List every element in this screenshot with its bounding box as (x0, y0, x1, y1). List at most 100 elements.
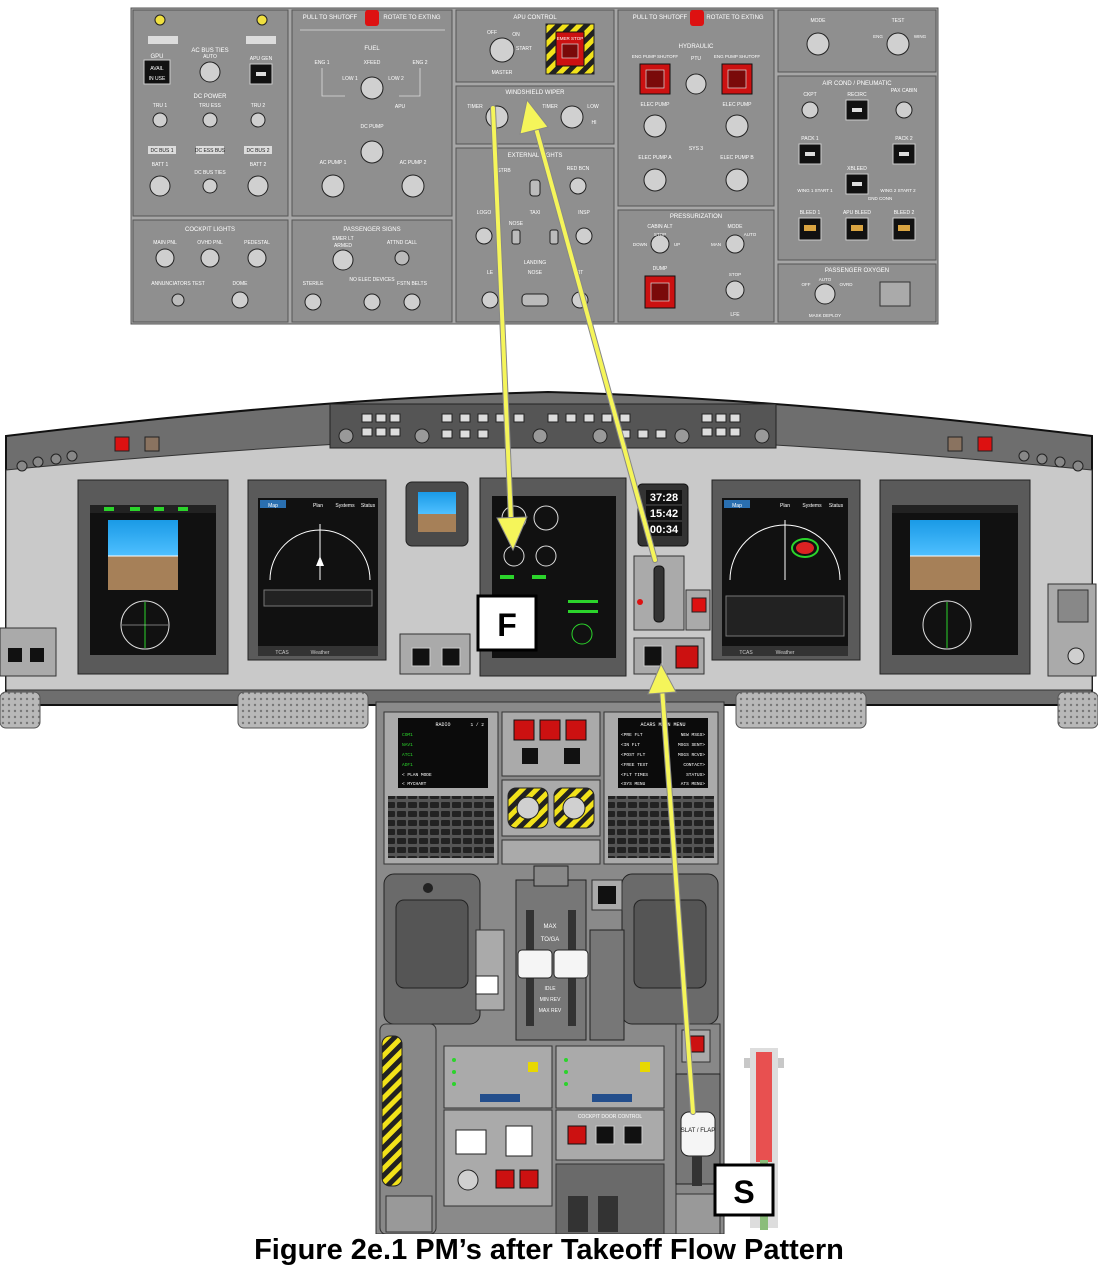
strb-toggle[interactable] (530, 180, 540, 196)
taxi-toggle-right[interactable] (550, 230, 558, 244)
gpu-label: GPU (150, 54, 163, 60)
autobrake-button[interactable] (644, 646, 662, 666)
door-red-button[interactable] (568, 1126, 586, 1144)
mask-deploy-button[interactable] (880, 282, 910, 306)
landing-nose-switch[interactable] (522, 294, 548, 306)
annunciator-test-button[interactable] (172, 294, 184, 306)
ice-mode-knob[interactable] (807, 33, 829, 55)
door-button-3[interactable] (624, 1126, 642, 1144)
logo-knob[interactable] (476, 228, 492, 244)
fo-mfd-tcas[interactable]: TCAS (739, 650, 753, 656)
lighting-knob[interactable] (458, 1170, 478, 1190)
right-mcdu-right-6[interactable]: ATS MENU> (681, 781, 706, 787)
slat-flap-lever[interactable] (681, 1112, 715, 1156)
right-mcdu-left-4[interactable]: <FREE TEXT (621, 762, 648, 768)
no-elec-devices-knob[interactable] (364, 294, 380, 310)
dc-bus-tie-toggle[interactable] (203, 179, 217, 193)
ac-pump2-knob[interactable] (402, 175, 424, 197)
left-reversionary-button-2[interactable] (442, 648, 460, 666)
ovhd-pnl-dimmer[interactable] (201, 249, 219, 267)
fo-mfd-weather[interactable]: Weather (776, 650, 795, 656)
captain-mfd-tab-map[interactable]: Map (268, 503, 278, 509)
tru-ess-toggle[interactable] (203, 113, 217, 127)
captain-mfd-tab-status[interactable]: Status (361, 503, 376, 509)
cabin-alt-knob[interactable] (651, 235, 669, 253)
fire-button-1[interactable] (514, 720, 534, 740)
fstn-belts-knob[interactable] (404, 294, 420, 310)
landing-le-knob[interactable] (482, 292, 498, 308)
captain-mfd-weather[interactable]: Weather (311, 650, 330, 656)
engine-2-start-knob[interactable] (563, 797, 585, 819)
sterile-knob[interactable] (305, 294, 321, 310)
speedbrake-lever[interactable] (476, 976, 498, 994)
door-button-2[interactable] (596, 1126, 614, 1144)
right-mcdu-left-5[interactable]: <FLT TIMES (621, 772, 648, 778)
batt1-knob[interactable] (150, 176, 170, 196)
thrust-lever-2[interactable] (554, 950, 588, 978)
pax-cabin-temp-knob[interactable] (896, 102, 912, 118)
dome-knob[interactable] (232, 292, 248, 308)
right-mcdu-left-1[interactable]: <PRE FLT (621, 732, 643, 738)
anti-skid-button[interactable] (676, 646, 698, 668)
lighting-red-button-1[interactable] (496, 1170, 514, 1188)
wiper-timer-right-label: TIMER (542, 104, 558, 110)
right-mcdu-right-5[interactable]: STATUS> (686, 772, 705, 778)
ac-bus-tie-knob[interactable] (200, 62, 220, 82)
wiper-left-knob[interactable] (486, 106, 508, 128)
apu-bleed-label: APU BLEED (843, 210, 871, 216)
batt2-knob[interactable] (248, 176, 268, 196)
elec-pump1-knob[interactable] (644, 115, 666, 137)
ckpt-temp-knob[interactable] (802, 102, 818, 118)
fo-mfd-tab-status[interactable]: Status (829, 503, 844, 509)
ice-test-knob[interactable] (887, 33, 909, 55)
gear-warning-button[interactable] (692, 598, 706, 612)
xfeed-knob[interactable] (361, 77, 383, 99)
captain-mfd-tab-systems[interactable]: Systems (335, 503, 355, 509)
red-bcn-knob[interactable] (570, 178, 586, 194)
thrust-lever-1[interactable] (518, 950, 552, 978)
right-mcdu-left-2[interactable]: <IN FLT (621, 742, 640, 748)
main-pnl-dimmer[interactable] (156, 249, 174, 267)
right-mcdu-right-4[interactable]: CONTACT> (683, 762, 705, 768)
tru1-toggle[interactable] (153, 113, 167, 127)
taxi-toggle-left[interactable] (512, 230, 520, 244)
center-pedestal: RADIO 1 / 2 COM1 NAV1 ATC1 ADF1 < PLAN M… (376, 702, 784, 1234)
left-mcdu-keypad[interactable] (388, 796, 494, 858)
emer-lt-knob[interactable] (333, 250, 353, 270)
ptu-knob[interactable] (686, 74, 706, 94)
right-mcdu-right-3[interactable]: MSGS RCVD> (678, 752, 705, 758)
engine-1-start-knob[interactable] (517, 797, 539, 819)
dc-pump-knob[interactable] (361, 141, 383, 163)
pack2-label: PACK 2 (895, 136, 913, 142)
right-mcdu-left-3[interactable]: <POST FLT (621, 752, 646, 758)
press-mode-knob[interactable] (726, 235, 744, 253)
fire-button-2[interactable] (540, 720, 560, 740)
left-reversionary-button-1[interactable] (412, 648, 430, 666)
lfe-knob[interactable] (726, 281, 744, 299)
test-eng-label: ENG (873, 34, 883, 39)
captain-mfd-tcas[interactable]: TCAS (275, 650, 289, 656)
elec-pump-a-knob[interactable] (644, 169, 666, 191)
right-mcdu-keypad[interactable] (608, 796, 714, 858)
apu-master-knob[interactable] (490, 38, 514, 62)
wiper-right-knob[interactable] (561, 106, 583, 128)
right-mcdu-left-6[interactable]: <SYS MENU (621, 781, 646, 787)
attnd-call-button[interactable] (395, 251, 409, 265)
elec-pump-b-knob[interactable] (726, 169, 748, 191)
landing-gear-lever[interactable] (654, 566, 664, 622)
pax-oxygen-knob[interactable] (815, 284, 835, 304)
right-mcdu-right-2[interactable]: MSGS SENT> (678, 742, 705, 748)
insp-knob[interactable] (576, 228, 592, 244)
captain-mfd-tab-plan[interactable]: Plan (313, 503, 323, 509)
lighting-red-button-2[interactable] (520, 1170, 538, 1188)
fire-button-3[interactable] (566, 720, 586, 740)
fo-mfd-tab-map[interactable]: Map (732, 503, 742, 509)
pedestal-dimmer[interactable] (248, 249, 266, 267)
tru-ess-label: TRU ESS (199, 103, 221, 109)
fo-mfd-tab-systems[interactable]: Systems (802, 503, 822, 509)
fo-mfd-tab-plan[interactable]: Plan (780, 503, 790, 509)
right-mcdu-right-1[interactable]: NEW MSGS> (681, 732, 706, 738)
ac-pump1-knob[interactable] (322, 175, 344, 197)
elec-pump2-knob[interactable] (726, 115, 748, 137)
tru2-toggle[interactable] (251, 113, 265, 127)
